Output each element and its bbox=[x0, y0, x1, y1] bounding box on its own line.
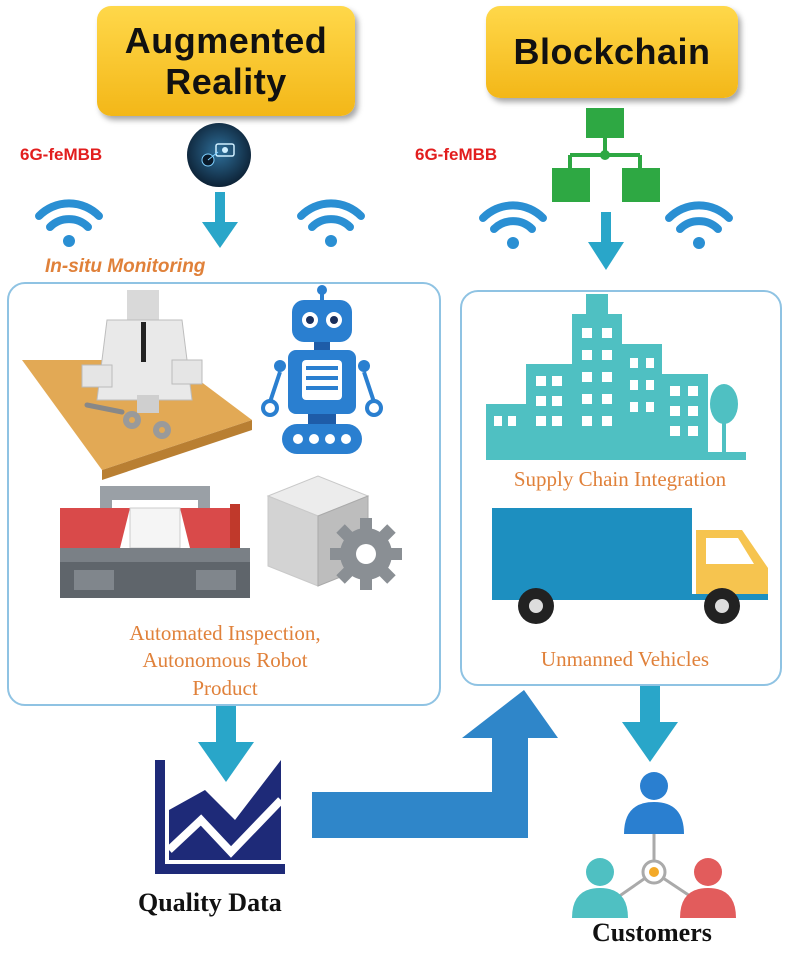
augmented-reality-title-line1: Augmented bbox=[124, 19, 328, 61]
robot-icon bbox=[261, 285, 383, 454]
panel-to-quality-arrow-icon bbox=[198, 706, 254, 782]
ar-caption-line2: Autonomous Robot bbox=[142, 648, 308, 673]
blockchain-to-customers-arrow-icon bbox=[622, 686, 678, 762]
customers-label: Customers bbox=[592, 918, 712, 947]
wifi-icon bbox=[479, 201, 547, 249]
augmented-reality-title-box: Augmented Reality bbox=[97, 6, 355, 116]
wifi-icon bbox=[297, 199, 365, 247]
blockchain-title-box: Blockchain bbox=[486, 6, 738, 98]
augmented-reality-title-line2: Reality bbox=[165, 61, 287, 102]
worker-at-workbench-icon bbox=[22, 290, 252, 480]
inspection-machine-icon bbox=[60, 486, 250, 598]
ar-down-arrow-icon bbox=[202, 192, 238, 248]
blockchain-network-label: 6G-feMBB bbox=[415, 145, 498, 164]
quality-to-blockchain-arrow-icon bbox=[312, 690, 558, 838]
customers-network-icon bbox=[572, 772, 736, 918]
wifi-icon bbox=[665, 201, 733, 249]
truck-icon bbox=[492, 508, 768, 624]
cube-with-gear-icon bbox=[266, 475, 402, 590]
ar-panel bbox=[7, 282, 441, 706]
quality-data-chart-icon bbox=[155, 760, 285, 874]
ar-caption-line1: Automated Inspection, bbox=[129, 621, 321, 645]
unmanned-vehicles-label: Unmanned Vehicles bbox=[540, 647, 710, 671]
blockchain-network-icon bbox=[552, 108, 660, 202]
quality-data-label: Quality Data bbox=[138, 888, 282, 917]
ar-panel-caption: Automated Inspection, Autonomous Robot P… bbox=[60, 620, 390, 702]
blockchain-down-arrow-icon bbox=[588, 212, 624, 270]
wifi-icon bbox=[35, 199, 103, 247]
city-buildings-icon bbox=[486, 294, 746, 460]
in-situ-monitoring-label: In-situ Monitoring bbox=[45, 256, 206, 277]
supply-chain-label: Supply Chain Integration bbox=[513, 467, 727, 491]
ar-caption-line3: Product bbox=[192, 675, 258, 700]
ar-headset-icon bbox=[187, 123, 251, 187]
ar-network-label: 6G-feMBB bbox=[20, 145, 103, 164]
